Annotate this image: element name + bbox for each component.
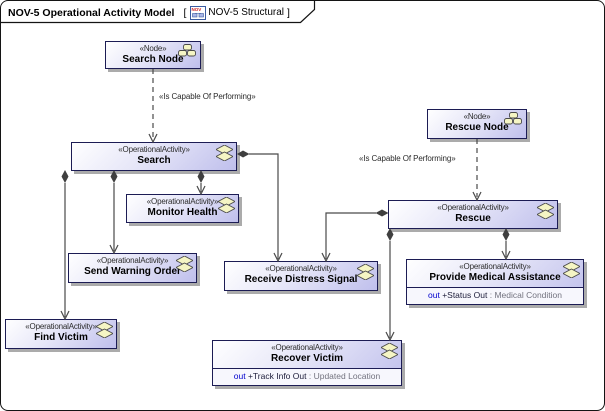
activity-box-provide-medical-assistance[interactable]: «OperationalActivity» Provide Medical As… <box>406 259 584 305</box>
param-name: +Track Info Out <box>247 371 307 381</box>
operational-activity-icon <box>562 261 581 279</box>
svg-text:NOV: NOV <box>192 7 202 12</box>
element-name: Send Warning Order <box>84 266 181 277</box>
operational-activity-icon <box>380 342 399 360</box>
activity-box-receive-distress-signal[interactable]: «OperationalActivity» Receive Distress S… <box>224 261 378 291</box>
diagram-title-text: NOV-5 Operational Activity Model <box>8 6 175 19</box>
element-name: Recover Victim <box>270 353 344 364</box>
activity-box-send-warning-order[interactable]: «OperationalActivity» Send Warning Order <box>68 253 197 283</box>
connector-search-to-receive-distress-signal[interactable] <box>237 150 283 263</box>
parameter-compartment: out +Status Out : Medical Condition <box>407 287 583 304</box>
operational-activity-icon <box>215 144 234 162</box>
stereotype-label: «OperationalActivity» <box>437 203 509 212</box>
stereotype-label: «OperationalActivity» <box>96 256 169 265</box>
node-box-rescue-node[interactable]: «Node» Rescue Node <box>427 109 527 139</box>
diagram-ref-name: NOV-5 Structural <box>208 7 284 18</box>
param-name: +Status Out <box>442 290 488 300</box>
param-colon: : <box>489 290 493 300</box>
node-box-search-node[interactable]: «Node» Search Node <box>105 41 201 69</box>
node-icon <box>177 44 197 57</box>
connector-search-node-performs-search[interactable] <box>148 69 158 144</box>
operational-activity-icon <box>95 321 114 339</box>
param-type: Medical Condition <box>494 290 563 300</box>
element-name: Rescue <box>455 213 491 224</box>
element-name: Search <box>137 155 171 166</box>
connector-search-to-monitor-health[interactable] <box>196 170 206 196</box>
title-open-bracket: [ <box>183 6 187 19</box>
stereotype-label: «OperationalActivity» <box>146 197 219 206</box>
stereotype-label: «OperationalActivity» <box>271 343 343 352</box>
param-colon: : <box>308 371 312 381</box>
connector-rescue-to-provide-medical-assistance[interactable] <box>501 228 511 261</box>
connector-rescue-node-performs-rescue[interactable] <box>472 139 482 202</box>
stereotype-label: «Node» <box>463 112 491 121</box>
connector-rescue-to-receive-distress-signal[interactable] <box>321 209 389 263</box>
element-name: Find Victim <box>34 332 88 343</box>
element-name: Provide Medical Assistance <box>429 272 561 283</box>
element-name: Rescue Node <box>445 122 509 133</box>
element-name: Search Node <box>122 54 184 65</box>
activity-box-recover-victim[interactable]: «OperationalActivity» Recover Victim out… <box>212 340 402 386</box>
title-close-bracket: ] <box>287 6 290 19</box>
stereotype-label: «Node» <box>139 44 167 53</box>
param-direction: out <box>233 371 246 381</box>
connector-search-to-send-warning-order[interactable] <box>109 170 119 255</box>
operational-activity-icon <box>217 196 236 214</box>
connector-search-to-find-victim[interactable] <box>60 170 70 321</box>
operational-activity-icon <box>356 263 375 281</box>
stereotype-label: «OperationalActivity» <box>459 262 531 271</box>
nov-diagram-icon: NOV <box>190 5 207 20</box>
parameter-compartment: out +Track Info Out : Updated Location <box>213 368 401 385</box>
activity-box-search[interactable]: «OperationalActivity» Search <box>71 142 237 171</box>
operational-activity-icon <box>175 255 194 273</box>
param-type: Updated Location <box>313 371 381 381</box>
element-name: Receive Distress Signal <box>244 274 358 285</box>
param-direction: out <box>427 290 440 300</box>
element-name: Monitor Health <box>147 207 218 218</box>
stereotype-label: «OperationalActivity» <box>265 264 337 273</box>
node-icon <box>503 112 523 125</box>
stereotype-label: «OperationalActivity» <box>25 322 97 331</box>
is-capable-of-performing-label-right[interactable]: «Is Capable Of Performing» <box>359 154 456 163</box>
connector-rescue-to-recover-victim[interactable] <box>385 228 395 342</box>
is-capable-of-performing-label-left[interactable]: «Is Capable Of Performing» <box>159 92 256 101</box>
diagram-title: NOV-5 Operational Activity Model [ NOV N… <box>8 4 293 21</box>
operational-activity-icon <box>536 202 555 220</box>
activity-box-find-victim[interactable]: «OperationalActivity» Find Victim <box>5 319 117 349</box>
activity-box-rescue[interactable]: «OperationalActivity» Rescue <box>388 200 558 229</box>
stereotype-label: «OperationalActivity» <box>118 145 190 154</box>
activity-box-monitor-health[interactable]: «OperationalActivity» Monitor Health <box>126 194 239 223</box>
